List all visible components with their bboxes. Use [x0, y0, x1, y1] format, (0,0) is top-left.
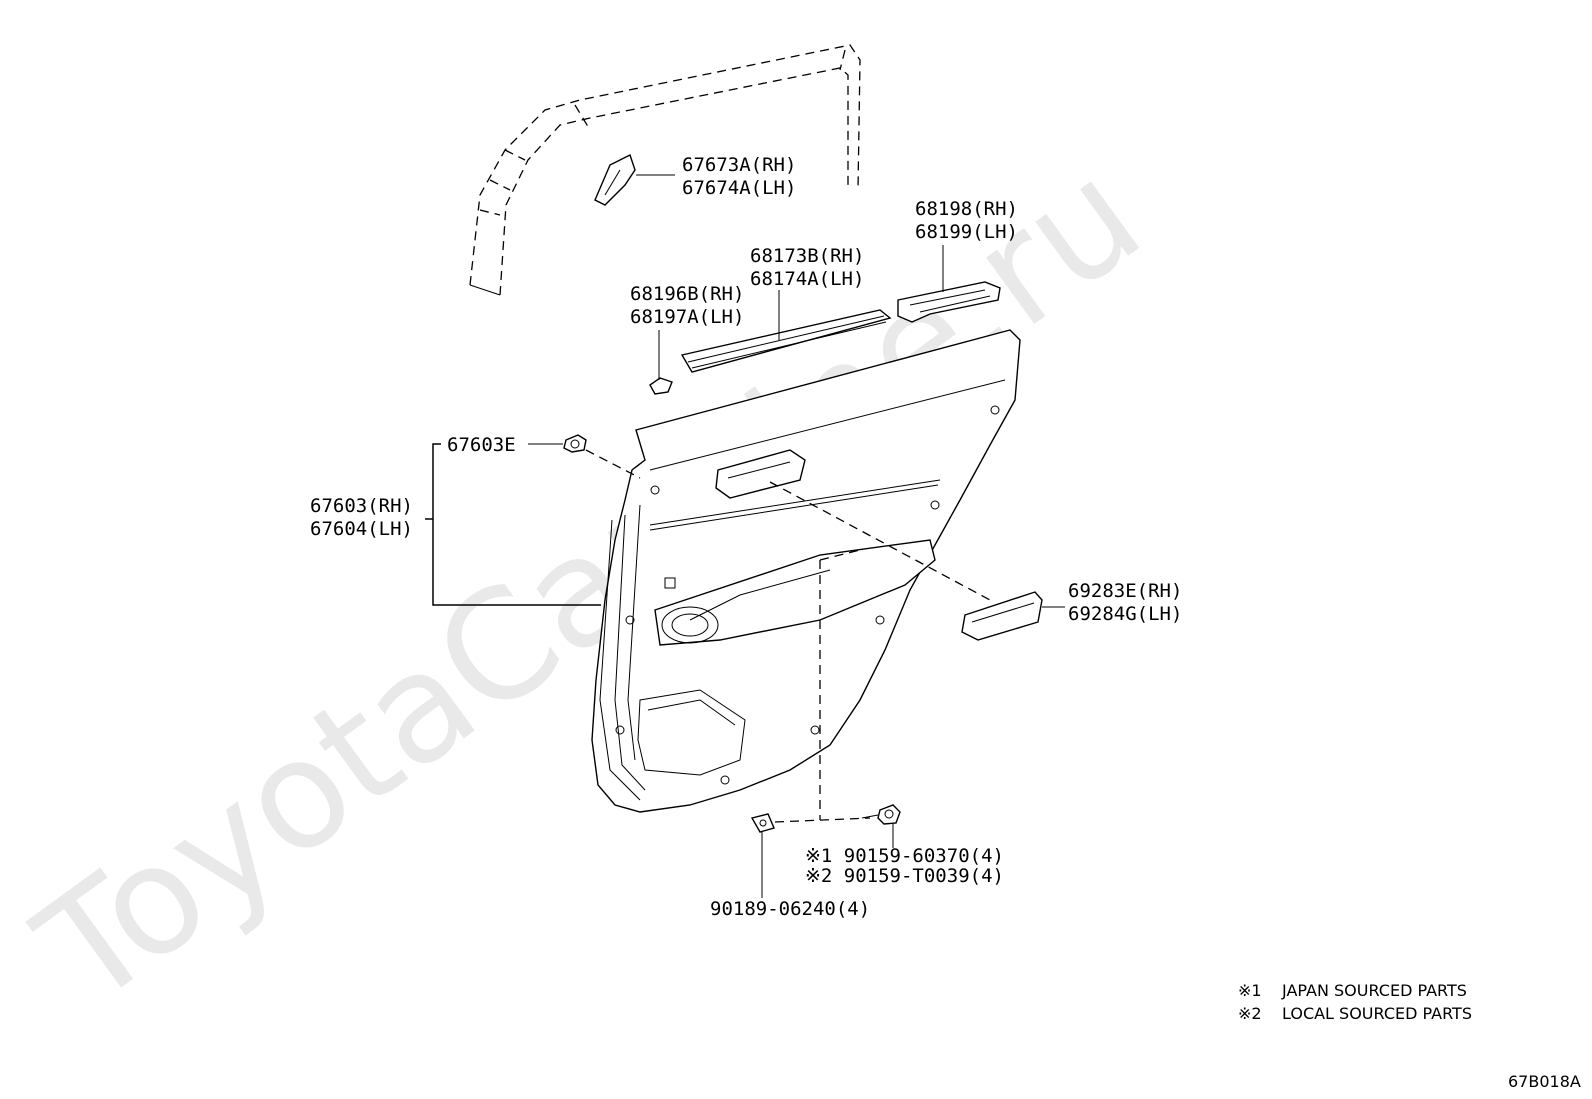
label-69284: 69284G(LH) [1068, 603, 1182, 625]
part-68196-icon [649, 377, 673, 395]
label-68173: 68173B(RH) [750, 245, 864, 267]
door-frame-outline [469, 44, 861, 296]
label-90159-japan: ※1 90159-60370(4) [805, 845, 1004, 867]
door-trim-panel [591, 329, 1021, 813]
part-68198-icon [897, 281, 1001, 323]
part-90159-screw-icon [861, 804, 901, 825]
label-67674: 67674A(LH) [682, 177, 796, 199]
note-mark-2: ※2 [1238, 1004, 1262, 1023]
note-mark-1: ※1 [1238, 981, 1262, 1000]
label-69283: 69283E(RH) [1068, 580, 1182, 602]
diagram-id: 67B018A [1508, 1072, 1581, 1091]
label-67603e: 67603E [447, 434, 516, 456]
label-68197: 68197A(LH) [630, 306, 744, 328]
watermark-text: ToyotaCarMine.ru [8, 128, 1171, 1040]
label-90189: 90189-06240(4) [710, 898, 870, 920]
part-67673-icon [594, 154, 636, 206]
part-67603e-icon [563, 434, 587, 453]
label-90159-local: ※2 90159-T0039(4) [805, 865, 1004, 887]
part-68173-icon [680, 309, 892, 373]
note-text-1: JAPAN SOURCED PARTS [1281, 981, 1467, 1000]
part-90189-clip-icon [750, 813, 775, 833]
label-68196: 68196B(RH) [630, 283, 744, 305]
label-67604: 67604(LH) [310, 518, 413, 540]
label-68198: 68198(RH) [915, 198, 1018, 220]
label-67603: 67603(RH) [310, 495, 413, 517]
note-text-2: LOCAL SOURCED PARTS [1282, 1004, 1472, 1023]
label-67673: 67673A(RH) [682, 154, 796, 176]
part-69283-icon [961, 591, 1043, 641]
label-68174: 68174A(LH) [750, 268, 864, 290]
label-68199: 68199(LH) [915, 221, 1018, 243]
